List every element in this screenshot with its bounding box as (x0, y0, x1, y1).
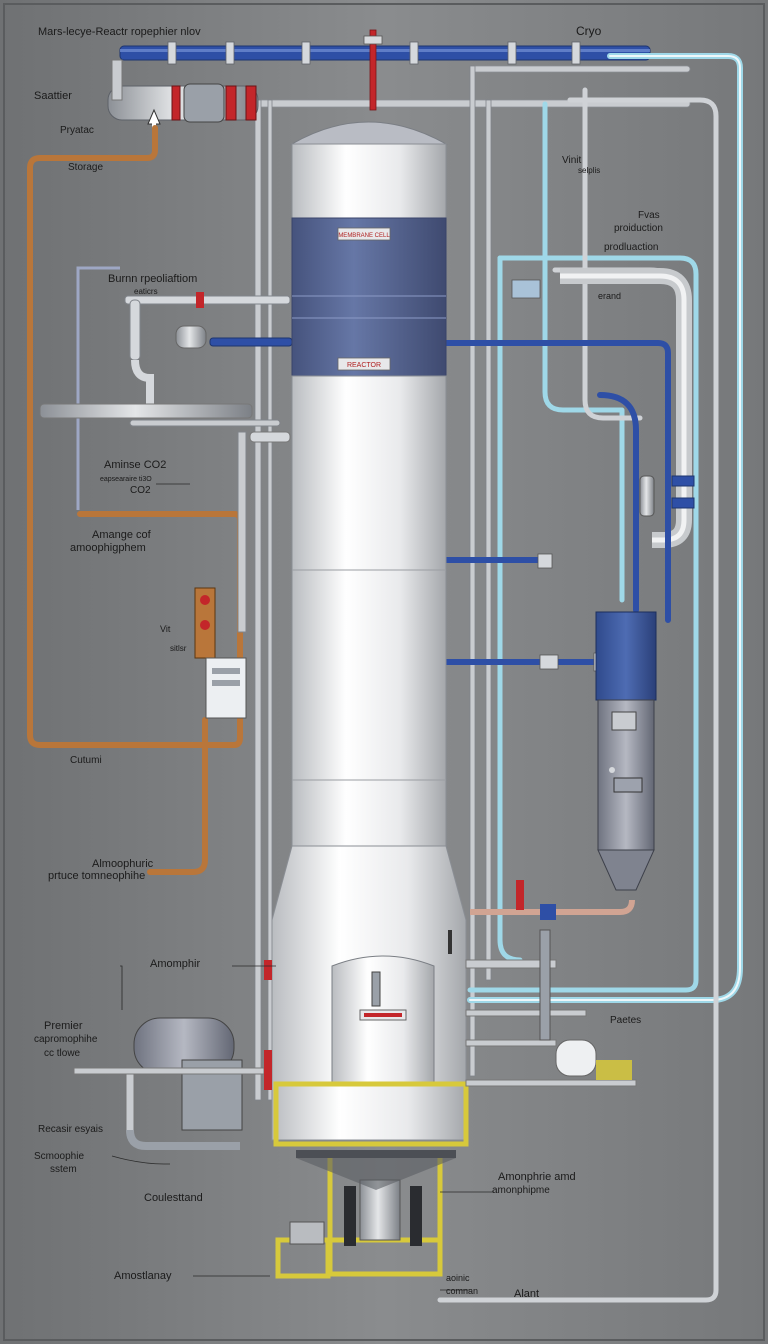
label-amonic-1: aoinic (446, 1273, 470, 1283)
label-saattier: Saattier (34, 90, 72, 102)
label-title: Mars-lecye-Reactr ropephier nlov (38, 26, 201, 38)
label-fvas-3: prodluaction (604, 242, 658, 253)
label-burnn-2: eaticrs (134, 287, 158, 296)
label-erand: erand (598, 291, 621, 301)
label-recasir: Recasir esyais (38, 1124, 103, 1135)
blue-separator-tank (595, 611, 657, 891)
label-premier-2: capromophihe (34, 1034, 98, 1045)
control-panel-left (194, 587, 247, 719)
label-premier-3: cc tlowe (44, 1048, 81, 1059)
label-amange-1: Amange cof (92, 529, 152, 541)
label-vinit-2: selplis (578, 166, 600, 175)
label-coulesttand: Coulesttand (144, 1192, 203, 1204)
large-elbow-pipe (560, 268, 695, 548)
label-aminse-1: Aminse CO2 (104, 459, 166, 471)
left-mid-piping (39, 292, 293, 633)
base-machinery (289, 1150, 456, 1246)
label-fvas-2: proiduction (614, 223, 663, 234)
label-amonphie-1: Amonphrie amd (498, 1171, 576, 1183)
blue-crossing-pipes (437, 340, 671, 665)
inner-base-vessel (331, 955, 435, 1083)
label-amonphie-2: amonphipme (492, 1185, 550, 1196)
label-alant: Alant (514, 1288, 539, 1300)
label-aminse-3: CO2 (130, 485, 151, 496)
top-manifold-piping (119, 29, 691, 1101)
bottom-left-vessel (73, 1017, 265, 1150)
label-amomphir: Amomphir (150, 958, 200, 970)
label-atmo-2: prtuce tomneophihe (48, 870, 145, 882)
label-storage: Storage (68, 162, 103, 173)
frame-border (3, 3, 765, 1341)
label-paetes: Paetes (610, 1015, 641, 1026)
label-amange-2: amoophigphem (70, 542, 146, 554)
label-atmo-1: Almoophuric (92, 858, 154, 870)
label-vit-1: Vit (160, 624, 171, 634)
tower-tag-upper: MEMBRANE CELL (338, 233, 390, 239)
annotation-leaders (111, 483, 494, 1291)
tower-tag-lower: REACTOR (347, 362, 381, 369)
label-fvas-1: Fvas (638, 210, 660, 221)
label-cutumi: Cutumi (70, 755, 102, 766)
right-lower-manifold (264, 880, 637, 1090)
top-left-heat-exchanger (107, 59, 259, 138)
label-scmophie-2: sstem (50, 1164, 77, 1175)
label-vit-2: sitlsr (170, 644, 187, 653)
label-pryatac: Pryatac (60, 125, 94, 136)
label-aminse-2: eapsearaire ti3O (100, 476, 152, 483)
thin-grey-loop (76, 266, 120, 510)
label-vinit-1: Vinit (562, 155, 581, 166)
label-premier-1: Premier (44, 1020, 83, 1032)
label-cryo: Cryo (576, 24, 602, 38)
label-burnn-1: Burnn rpeoliaftiom (108, 273, 197, 285)
label-amostlanay: Amostlanay (114, 1270, 172, 1282)
label-scmophie-1: Scmoophie (34, 1151, 84, 1162)
label-amonic-2: comnan (446, 1286, 478, 1296)
